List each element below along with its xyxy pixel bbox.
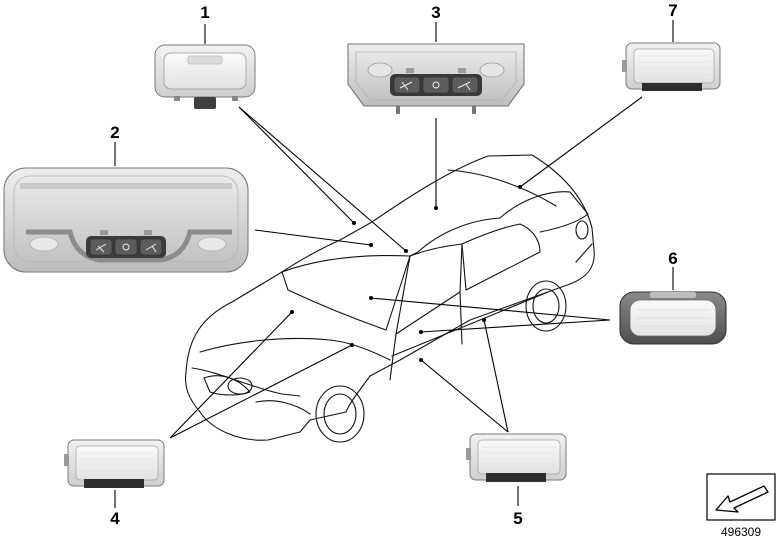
- callout-4: 4: [110, 509, 120, 528]
- part-7-luggage-compartment-light: [622, 20, 721, 91]
- part-1-interior-light: [154, 24, 256, 109]
- car-outline: [184, 154, 595, 443]
- part-3-rear-reading-light: [347, 22, 525, 114]
- arrow-down-left-icon: [706, 473, 776, 521]
- part-5-entry-light: [466, 433, 567, 506]
- callout-6: 6: [668, 249, 677, 268]
- part-4-footwell-light: [64, 439, 165, 508]
- callout-1: 1: [200, 3, 209, 22]
- part-6-door-light: [619, 267, 727, 345]
- part-2-front-reading-light: [3, 142, 249, 273]
- callout-3: 3: [431, 3, 440, 22]
- callout-7: 7: [668, 1, 677, 20]
- callout-2: 2: [110, 123, 119, 142]
- callout-5: 5: [513, 509, 522, 528]
- document-number: 496309: [721, 525, 761, 539]
- leader-dots: [290, 185, 522, 362]
- leader-lines: [169, 96, 643, 439]
